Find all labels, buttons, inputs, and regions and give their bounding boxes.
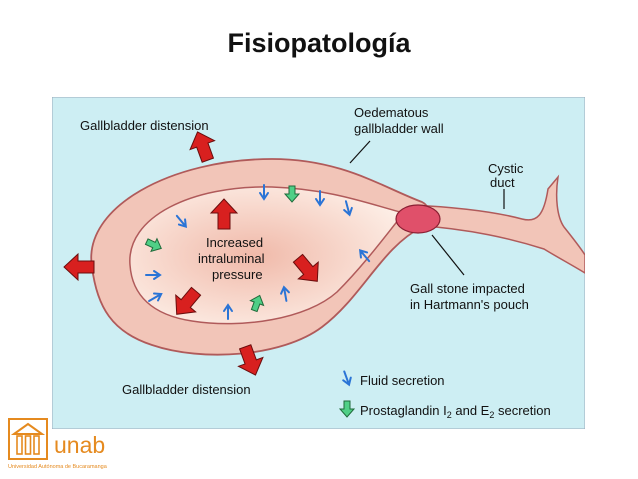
gall-stone (395, 204, 441, 234)
legend: Fluid secretion Prostaglandin I2 and E2 … (339, 369, 551, 420)
gallbladder-lumen (129, 186, 406, 325)
label-stone-line2: in Hartmann's pouch (410, 297, 529, 312)
pointer-line (431, 234, 465, 276)
label-cystic-line1: Cystic (488, 161, 524, 176)
cystic-duct (411, 174, 585, 274)
gallbladder-diagram: Gallbladder distension Oedematous gallbl… (52, 97, 585, 429)
label-pressure-line3: pressure (212, 267, 263, 282)
building-icon (8, 418, 48, 460)
label-pressure-line1: Increased (206, 235, 263, 250)
legend-fluid-label: Fluid secretion (360, 373, 445, 388)
legend-prostaglandin-label: Prostaglandin I2 and E2 secretion (360, 403, 551, 420)
logo-word: unab (54, 432, 106, 458)
pointer-line (349, 140, 371, 164)
label-distension-top: Gallbladder distension (80, 118, 209, 133)
label-stone-line1: Gall stone impacted (410, 281, 525, 296)
unab-logo: unab Universidad Autónoma de Bucaramanga (8, 418, 138, 476)
slide-title: Fisiopatología (227, 28, 411, 58)
label-wall-line2: gallbladder wall (354, 121, 444, 136)
label-pressure-line2: intraluminal (198, 251, 265, 266)
label-cystic-line2: duct (490, 175, 515, 190)
label-wall-line1: Oedematous (354, 105, 429, 120)
label-distension-bottom: Gallbladder distension (122, 382, 251, 397)
logo-subtitle: Universidad Autónoma de Bucaramanga (8, 464, 107, 470)
